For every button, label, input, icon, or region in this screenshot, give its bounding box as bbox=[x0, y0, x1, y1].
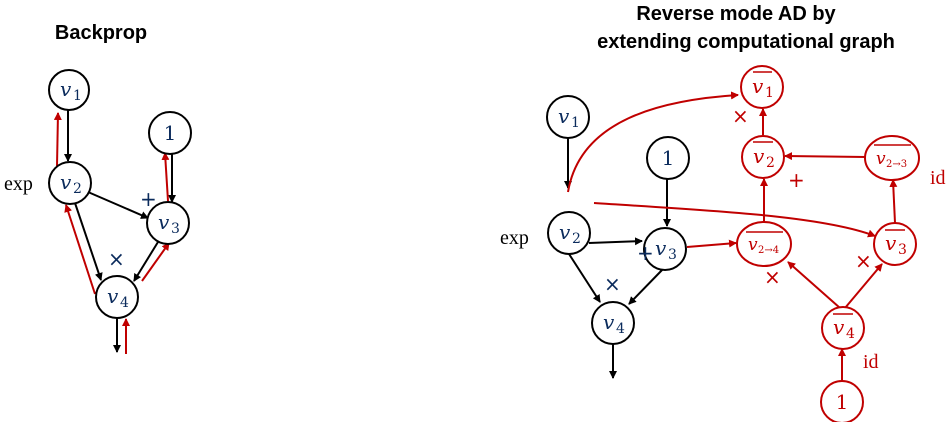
right-exp-label: exp bbox=[500, 227, 529, 249]
node-subscript: 3 bbox=[668, 247, 677, 263]
back-edge-v4-v2 bbox=[64, 204, 96, 295]
right-title-line2: extending computational graph bbox=[597, 31, 895, 53]
node-subscript: 4 bbox=[120, 295, 129, 311]
node-subscript: 2 bbox=[766, 155, 775, 171]
node-label: v bbox=[876, 149, 886, 169]
adj-plus-v2-label: + bbox=[788, 168, 805, 192]
node-label: 1 bbox=[836, 390, 849, 414]
adj-times-v3-label: × bbox=[855, 249, 872, 273]
edge-v3-v4 bbox=[133, 241, 159, 282]
edge-v2-v3 bbox=[87, 191, 149, 219]
node-label: v bbox=[752, 74, 764, 98]
left-plus-label: + bbox=[140, 187, 157, 211]
back-edge-v4-v3 bbox=[141, 242, 170, 282]
left-node-v4: v 4 bbox=[95, 275, 139, 319]
adj-id-v4-label: id bbox=[863, 351, 879, 373]
left-times-label: × bbox=[108, 247, 125, 271]
edge-v3-to-v2to4bar bbox=[686, 239, 737, 248]
node-subscript: 3 bbox=[171, 221, 180, 237]
adj-times-v24-label: × bbox=[764, 265, 781, 289]
node-label: v bbox=[558, 104, 570, 128]
node-label: 1 bbox=[662, 146, 675, 170]
edge-v2-to-v3bar bbox=[593, 202, 876, 238]
node-subscript: 2→4 bbox=[758, 245, 779, 256]
left-exp-label: exp bbox=[4, 173, 33, 195]
right-reverse-edges bbox=[567, 91, 898, 381]
right-node-v1: v 1 bbox=[546, 95, 590, 139]
node-label: v bbox=[60, 77, 72, 101]
right-node-v3: v 3 bbox=[643, 227, 687, 271]
left-node-one: 1 bbox=[148, 111, 192, 155]
left-node-v1: v 1 bbox=[48, 69, 90, 111]
node-subscript: 1 bbox=[571, 115, 580, 131]
node-subscript: 1 bbox=[765, 85, 774, 101]
left-backward-edges bbox=[53, 112, 170, 354]
node-label: v bbox=[158, 210, 170, 234]
back-edge-v2-v1 bbox=[53, 112, 62, 167]
node-subscript: 4 bbox=[616, 321, 625, 337]
left-title: Backprop bbox=[55, 22, 147, 44]
left-node-v3: v 3 bbox=[146, 201, 190, 245]
node-label: v bbox=[655, 236, 667, 260]
adj-times-v1-label: × bbox=[732, 104, 749, 128]
node-subscript: 3 bbox=[898, 242, 907, 258]
node-label: 1 bbox=[164, 121, 177, 145]
node-subscript: 1 bbox=[73, 88, 82, 104]
adjoint-node-v2to3bar: v 2→3 bbox=[864, 135, 920, 181]
node-subscript: 2 bbox=[73, 181, 82, 197]
adjoint-node-v4bar: v 4 bbox=[821, 306, 865, 350]
edge-v2-to-v1bar bbox=[567, 91, 739, 193]
right-node-v2: v 2 bbox=[547, 211, 591, 255]
right-times-label: × bbox=[604, 272, 621, 296]
back-edge-v3-1 bbox=[161, 152, 170, 202]
node-label: v bbox=[885, 231, 897, 255]
edge-v3bar-to-v2to3bar bbox=[889, 179, 898, 224]
right-title-line1: Reverse mode AD by bbox=[636, 3, 836, 25]
right-node-v4: v 4 bbox=[591, 301, 635, 345]
adjoint-node-v1bar: v 1 bbox=[740, 65, 784, 109]
edge-v2-v4 bbox=[74, 202, 103, 281]
node-label: v bbox=[107, 284, 119, 308]
edge-v2-v3 bbox=[588, 237, 643, 246]
adjoint-node-v3bar: v 3 bbox=[873, 222, 917, 266]
node-label: v bbox=[748, 235, 758, 255]
edge-v2-v4 bbox=[568, 253, 601, 303]
edge-v2to3bar-to-v2bar bbox=[784, 152, 867, 161]
node-label: v bbox=[753, 144, 765, 168]
node-subscript: 4 bbox=[846, 326, 855, 342]
right-forward-edges bbox=[564, 137, 671, 379]
adjoint-node-v2to4bar: v 2→4 bbox=[736, 221, 792, 267]
node-label: v bbox=[603, 310, 615, 334]
node-label: v bbox=[60, 170, 72, 194]
right-plus-label: + bbox=[637, 241, 654, 265]
edge-v4bar-to-v2to4bar bbox=[787, 261, 841, 309]
node-subscript: 2→3 bbox=[886, 159, 907, 170]
left-node-v2: v 2 bbox=[48, 161, 92, 205]
node-label: v bbox=[833, 315, 845, 339]
edge-v3-v4 bbox=[628, 267, 665, 305]
node-label: v bbox=[559, 220, 571, 244]
adjoint-node-one: 1 bbox=[820, 380, 864, 422]
edge-v4bar-to-v3bar bbox=[844, 263, 883, 309]
node-subscript: 2 bbox=[572, 231, 581, 247]
right-node-one: 1 bbox=[646, 136, 690, 180]
adj-id-v23-label: id bbox=[930, 167, 946, 189]
adjoint-node-v2bar: v 2 bbox=[741, 135, 785, 179]
left-forward-edges bbox=[64, 110, 176, 353]
